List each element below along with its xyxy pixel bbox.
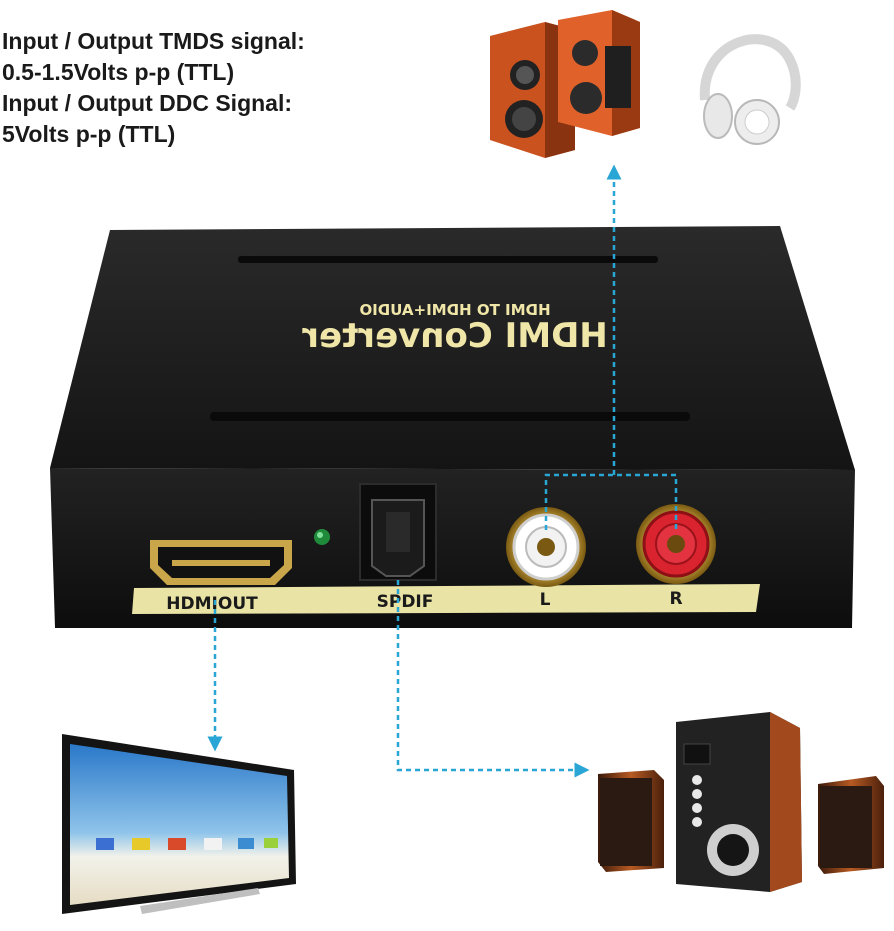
spec-line-ddc-value: 5Volts p-p (TTL) [2,121,176,147]
spec-line-ddc-title: Input / Output DDC Signal: [2,90,293,116]
spec-line-tmds-value: 0.5-1.5Volts p-p (TTL) [2,59,235,85]
hdmi-converter-device: HDMI Converter HDMI TO HDMI+AUDIO [50,226,855,628]
left-channel-label: L [540,590,551,610]
spdif-to-soundsystem-arrow [396,580,590,778]
rca-left-jack [506,507,586,587]
device-title-text: HDMI Converter [302,316,608,356]
right-channel-label: R [669,589,682,609]
headphones-image [699,34,801,145]
sound-system-image [598,712,884,892]
spdif-optical-port [359,483,437,581]
connection-arrows [207,164,678,778]
hdmi-out-port [150,540,292,585]
television-image [62,734,296,914]
device-subtitle-text: HDMI TO HDMI+AUDIO [359,301,550,319]
hdmi-out-label: HDMIOUT [166,594,258,614]
bookshelf-speakers-image [490,10,640,158]
rca-right-jack [636,504,716,584]
spdif-label: SPDIF [377,592,434,612]
spec-text-block: Input / Output TMDS signal: 0.5-1.5Volts… [2,26,305,150]
spec-line-tmds-title: Input / Output TMDS signal: [2,28,305,54]
